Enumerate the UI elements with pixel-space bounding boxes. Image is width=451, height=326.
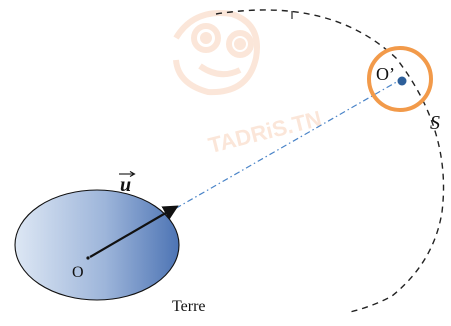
- satellite-ring: [367, 46, 433, 112]
- label-earth-name: Terre: [172, 298, 206, 315]
- earth-center-point: [86, 256, 90, 260]
- tadris-mascot-logo-icon: [173, 10, 260, 96]
- satellite-center-point: [397, 76, 407, 86]
- unit-vector-overarrow-head-icon: [129, 171, 136, 177]
- unit-vector-letter: u: [120, 174, 131, 196]
- trajectory-arc: [215, 9, 445, 313]
- label-unit-vector: u: [119, 171, 136, 196]
- label-trajectory: S: [430, 112, 440, 134]
- unit-vector-arrow: [89, 205, 179, 258]
- watermark-text: TADRiS.TN: [206, 106, 324, 158]
- label-satellite-center: O’: [376, 64, 395, 84]
- earth-disc: [14, 189, 180, 301]
- label-earth-center: O: [72, 264, 84, 281]
